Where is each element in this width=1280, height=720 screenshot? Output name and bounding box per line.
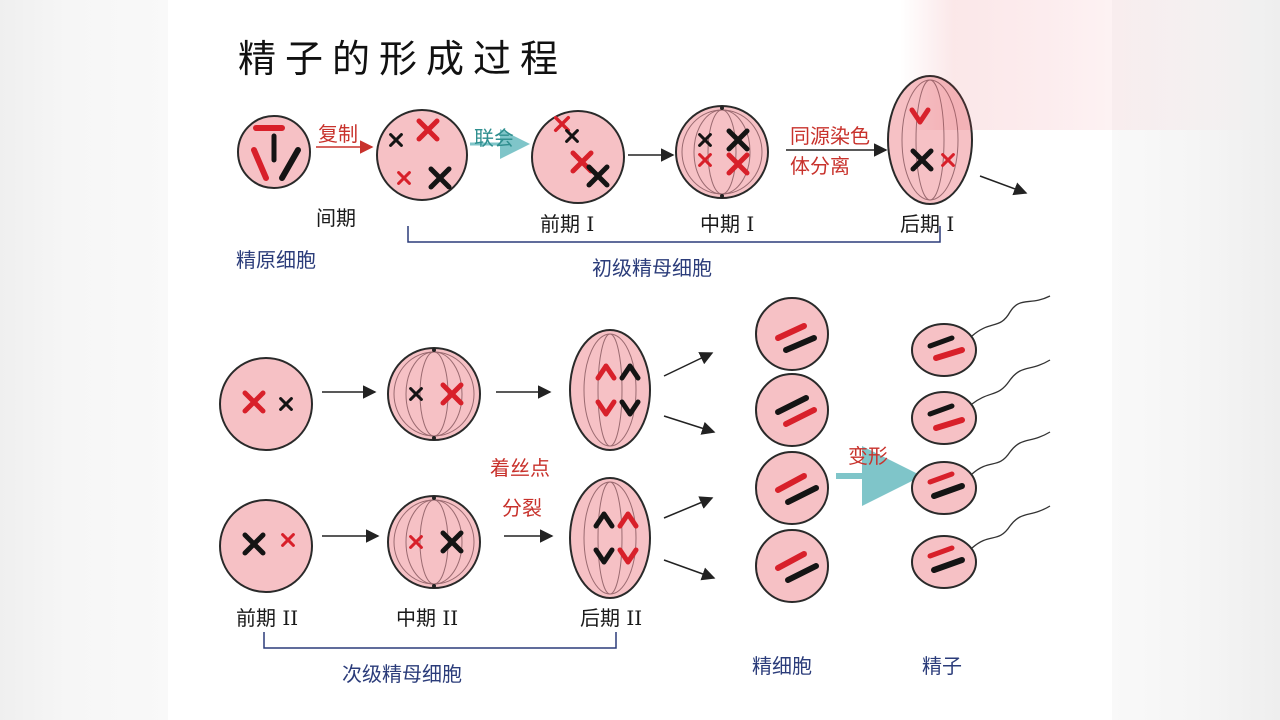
spermatid-cells [755,297,829,603]
label-metaphase-2: 中期 II [396,606,459,630]
label-homolog-sep-2: 体分离 [790,154,850,178]
cell-spermatogonium [237,115,311,189]
cell-anaphase-2-top [569,329,651,451]
cell-metaphase-2-top [387,347,481,441]
label-replication: 复制 [318,122,358,146]
cell-metaphase-2-bottom [387,495,481,589]
label-homolog-sep-1: 同源染色 [790,124,870,148]
label-secondary-spermatocyte: 次级精母细胞 [342,662,462,686]
left-blur-margin [0,0,168,720]
label-prophase-2: 前期 II [236,606,299,630]
label-metaphase-1: 中期 I [700,212,755,236]
cell-prophase-1 [531,110,625,204]
label-primary-spermatocyte: 初级精母细胞 [592,256,712,280]
cell-anaphase-2-bottom [569,477,651,599]
label-centromere-1: 着丝点 [490,456,550,480]
label-spermatogonium: 精原细胞 [236,248,316,272]
label-spermatid: 精细胞 [752,654,812,678]
sperm-cells [911,295,1051,589]
right-blur-margin [1112,0,1280,720]
label-prophase-1: 前期 I [540,212,595,236]
label-centromere-2: 分裂 [502,496,542,520]
label-anaphase-2: 后期 II [580,606,643,630]
label-interphase: 间期 [316,206,356,230]
cell-replicated [376,109,468,201]
cell-anaphase-1 [887,75,973,205]
label-transformation: 变形 [848,444,888,468]
page-title: 精子的形成过程 [238,37,568,81]
label-sperm: 精子 [922,654,962,678]
label-synapsis: 联会 [474,126,514,150]
label-anaphase-1: 后期 I [900,212,955,236]
cell-prophase-2-top [219,357,313,451]
cell-metaphase-1 [675,105,769,199]
cell-prophase-2-bottom [219,499,313,593]
